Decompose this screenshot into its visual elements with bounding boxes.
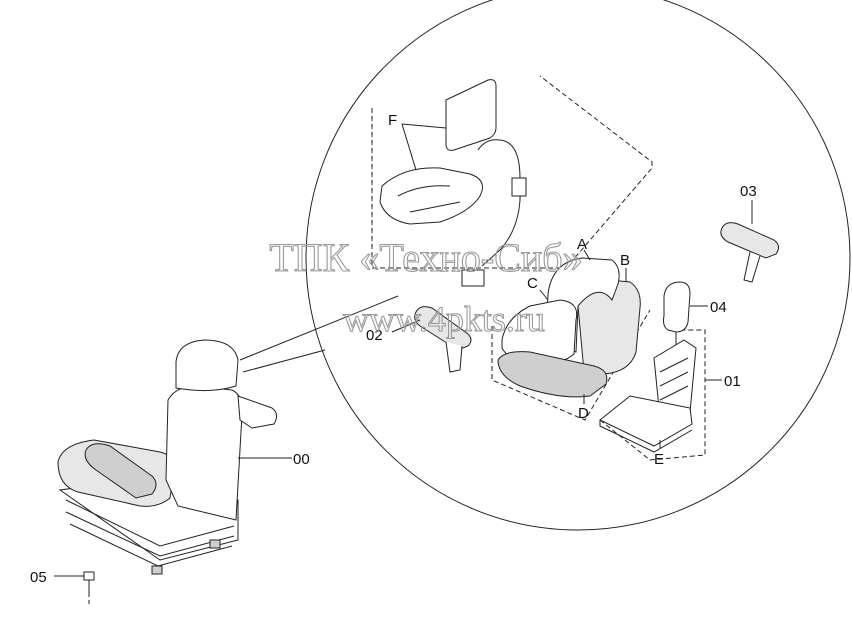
heater-pad-assembly [379, 79, 527, 287]
heater-seat-pad [379, 167, 483, 225]
bolt-05-head [83, 571, 95, 581]
seat-assembly-00 [57, 339, 278, 575]
leader-c [539, 289, 549, 301]
seat-cushion-d [497, 351, 608, 398]
armrest-02-pad [414, 306, 472, 351]
bolt-05 [83, 571, 95, 604]
watermark-line1: ТПК «Техно-Сиб» [269, 235, 582, 280]
callout-04: 04 [710, 299, 727, 316]
armrest-right-03 [720, 222, 780, 283]
leader-f-1 [401, 123, 447, 129]
leader-f-2 [401, 123, 417, 171]
armrest-left-02 [414, 306, 472, 373]
detail-leader-top [239, 295, 399, 361]
callout-03: 03 [740, 183, 757, 200]
seat-backrest [165, 385, 243, 521]
heater-connector [511, 177, 527, 197]
leader-02 [391, 319, 421, 333]
armrest-03-bracket [743, 251, 761, 283]
seat-armrest-right [237, 395, 278, 429]
seat-foot-1 [151, 565, 163, 575]
seat-armrest-left [84, 443, 157, 499]
heater-cable [477, 139, 521, 267]
callout-b: B [620, 252, 630, 269]
heater-plug [461, 269, 485, 287]
leader-a [583, 249, 591, 261]
callout-05: 05 [30, 569, 47, 586]
group-e-boundary [599, 329, 706, 461]
heater-seat-pad-inner [397, 185, 461, 213]
callout-d: D [578, 405, 589, 422]
callout-02: 02 [366, 327, 383, 344]
frame-seat-pan [599, 395, 693, 447]
callout-e: E [654, 451, 664, 468]
frame-back-slats [659, 357, 689, 401]
watermark-line2: www.4pkts.ru [343, 299, 545, 339]
heater-back-pad [445, 79, 497, 151]
armrest-03-pad [720, 222, 780, 259]
group-f-boundary [371, 75, 653, 269]
seat-cushion-assembly [497, 257, 641, 398]
callout-01: 01 [724, 373, 741, 390]
callout-f: F [388, 112, 397, 129]
seat-headrest [175, 339, 239, 392]
detail-leader-bottom [242, 349, 326, 373]
headrest-04 [663, 281, 691, 348]
frame-seat-pan-side [599, 420, 693, 453]
seat-frame-e [599, 339, 697, 453]
callout-00: 00 [293, 451, 310, 468]
seat-foot-2 [209, 539, 221, 549]
detail-circle [305, 0, 851, 531]
callout-a: A [577, 236, 587, 253]
callout-c: C [527, 275, 538, 292]
headrest-04-pad [663, 281, 691, 333]
armrest-02-bracket [445, 341, 463, 373]
